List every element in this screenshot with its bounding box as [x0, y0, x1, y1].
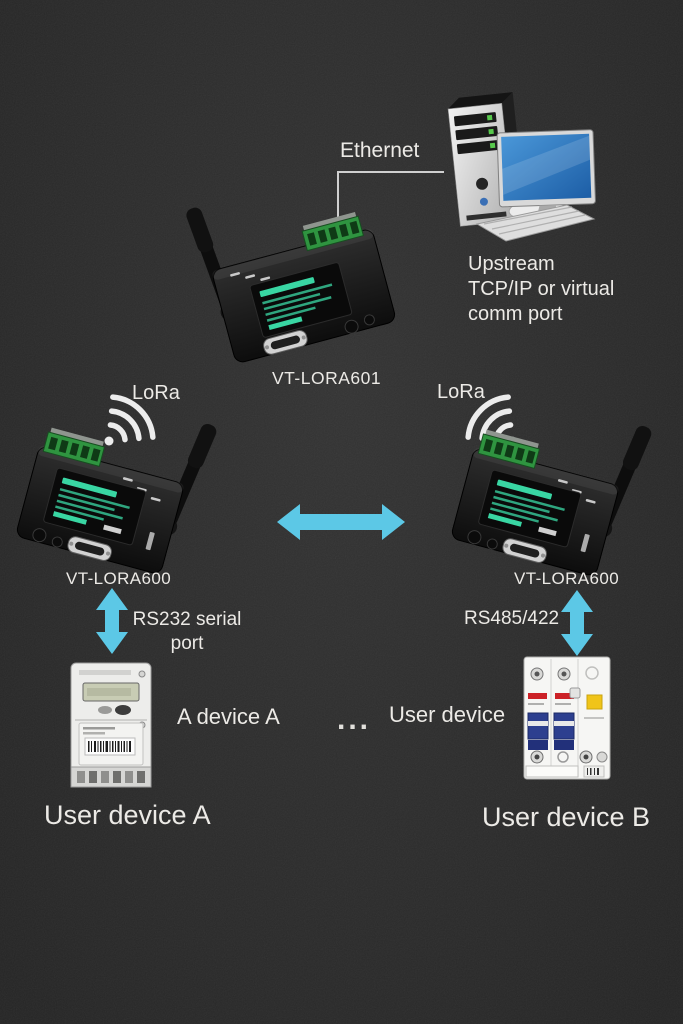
computer-illustration	[447, 92, 596, 242]
energy-meter-illustration	[70, 662, 152, 788]
user-device-b-caption: User device B	[482, 802, 651, 832]
gateway-label-sticker	[249, 262, 353, 338]
rs485-caption: RS485/422	[464, 608, 560, 629]
ethernet-label: Ethernet	[340, 139, 420, 162]
lora-link-arrow	[277, 504, 405, 540]
upstream-caption-line3: comm port	[468, 303, 563, 325]
user-device-a-caption: User device A	[44, 800, 211, 830]
breaker-toggles	[527, 712, 575, 750]
rs232-caption: RS232 serial port	[128, 608, 246, 656]
rs232-caption-line2: port	[170, 633, 204, 654]
computer-keyboard	[475, 204, 596, 242]
gateway-device-vt-lora601	[186, 207, 396, 363]
gateway-power-jack	[344, 319, 359, 334]
meter-barcode	[84, 737, 136, 756]
device-b-side-label: User device	[389, 702, 506, 727]
circuit-breaker-illustration	[523, 656, 611, 780]
rs232-caption-line1: RS232 serial	[132, 609, 242, 630]
lora-label-right: LoRa	[437, 381, 485, 403]
computer-monitor	[496, 129, 596, 227]
upstream-caption-line1: Upstream	[468, 253, 555, 275]
ellipsis-label: ...	[337, 703, 372, 736]
upstream-caption-line2: TCP/IP or virtual	[468, 278, 615, 300]
node-left-model-label: VT-LORA600	[66, 569, 172, 588]
gateway-model-label: VT-LORA601	[272, 368, 382, 388]
lora-label-left: LoRa	[132, 382, 180, 404]
gateway-terminal-block	[301, 211, 364, 252]
node-right-model-label: VT-LORA600	[514, 569, 620, 588]
gateway-db9-port	[263, 330, 308, 355]
device-a-side-label: A device A	[177, 704, 280, 729]
upstream-caption: Upstream TCP/IP or virtual comm port	[468, 252, 648, 327]
